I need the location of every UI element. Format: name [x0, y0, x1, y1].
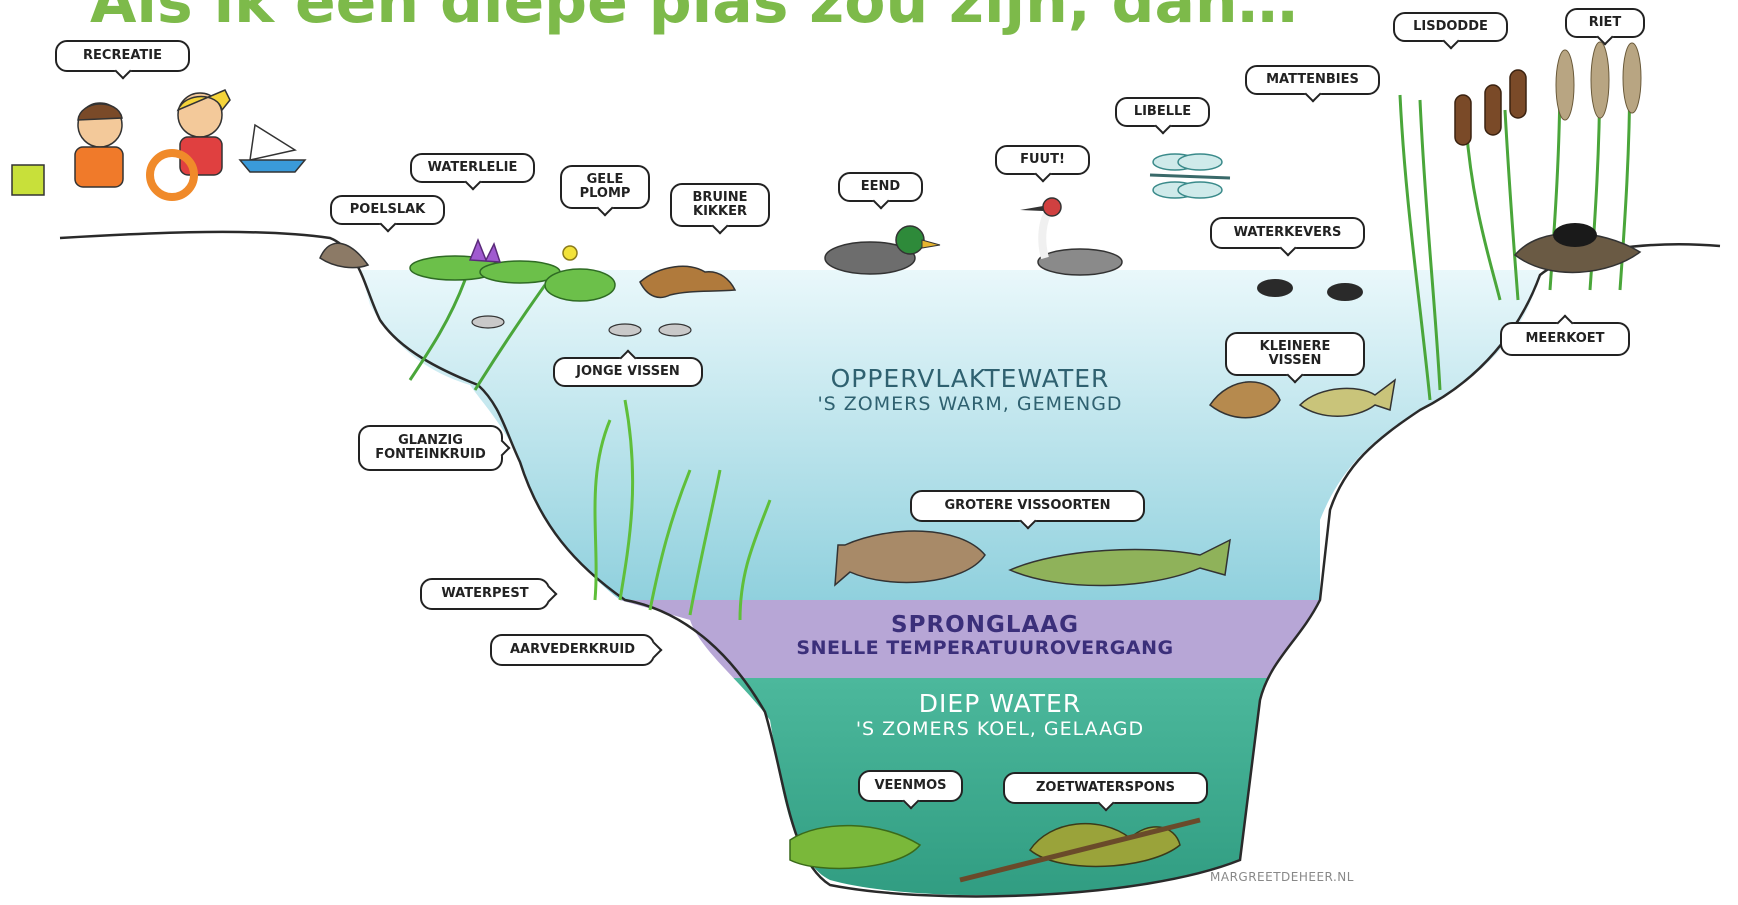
label-waterlelie: WATERLELIE	[410, 153, 535, 183]
thermocline-zone: SPRONGLAAG SNELLE TEMPERATUUROVERGANG	[720, 612, 1250, 660]
veenmos-moss	[789, 824, 922, 870]
surface-water-subtitle: 'S ZOMERS WARM, GEMENGD	[817, 392, 1123, 415]
credit-text: MARGREETDEHEER.NL	[1210, 870, 1354, 884]
kleinere-vissen-fish	[1208, 378, 1397, 419]
grotere-vissoorten-fish	[834, 530, 1231, 587]
thermocline-heading: SPRONGLAAG	[891, 612, 1079, 638]
label-eend: EEND	[838, 172, 923, 202]
label-kleinere-vissen: KLEINERE VISSEN	[1225, 332, 1365, 376]
label-mattenbies: MATTENBIES	[1245, 65, 1380, 95]
label-riet: RIET	[1565, 8, 1645, 38]
bruine-kikker-frog	[639, 265, 737, 299]
lisdodde-cattails	[1454, 69, 1527, 146]
libelle-dragonfly	[1149, 153, 1231, 199]
label-gele-plomp: GELE PLOMP	[560, 165, 650, 209]
label-fuut: FUUT!	[995, 145, 1090, 175]
diagram-title: Als ik een diepe plas zou zijn, dan…	[90, 0, 1298, 37]
label-zoetwaterspons: ZOETWATERSPONS	[1003, 772, 1208, 804]
label-jonge-vissen: JONGE VISSEN	[553, 357, 703, 387]
deep-water-zone: DIEP WATER 'S ZOMERS KOEL, GELAAGD	[760, 689, 1240, 741]
jonge-vissen-fish	[471, 315, 692, 337]
meerkoet-nest	[1513, 232, 1642, 274]
meerkoet-bird	[1553, 223, 1597, 247]
label-grotere-vissoorten: GROTERE VISSOORTEN	[910, 490, 1145, 522]
poelslak-snail	[319, 242, 370, 269]
lake-basin-outline	[59, 230, 1721, 898]
thermocline-subtitle: SNELLE TEMPERATUUROVERGANG	[796, 637, 1174, 660]
label-bruine-kikker: BRUINE KIKKER	[670, 183, 770, 227]
label-meerkoet: MEERKOET	[1500, 322, 1630, 356]
label-waterpest: WATERPEST	[420, 578, 550, 610]
label-glanzig-fonteinkruid: GLANZIG FONTEINKRUID	[358, 425, 503, 471]
waterkevers-beetles	[1257, 279, 1363, 301]
label-veenmos: VEENMOS	[858, 770, 963, 802]
lily-stems	[408, 279, 547, 391]
eend-duck	[824, 225, 941, 275]
surface-water-heading: OPPERVLAKTEWATER	[830, 364, 1110, 393]
label-libelle: LIBELLE	[1115, 97, 1210, 127]
label-recreatie: RECREATIE	[55, 40, 190, 72]
fuut-grebe	[1020, 197, 1123, 276]
sunken-branch	[959, 817, 1201, 883]
recreatie-kids	[11, 89, 307, 201]
deep-water-heading: DIEP WATER	[918, 689, 1082, 718]
waterpest-aarvederkruid-plants	[593, 399, 772, 621]
waterlelie-plant	[409, 237, 616, 302]
deep-water-subtitle: 'S ZOMERS KOEL, GELAAGD	[855, 717, 1145, 740]
riet-plumes	[1555, 41, 1642, 121]
label-waterkevers: WATERKEVERS	[1210, 217, 1365, 249]
label-aarvederkruid: AARVEDERKRUID	[490, 634, 655, 666]
label-poelslak: POELSLAK	[330, 195, 445, 225]
surface-water-zone: OPPERVLAKTEWATER 'S ZOMERS WARM, GEMENGD	[720, 364, 1220, 416]
label-lisdodde: LISDODDE	[1393, 12, 1508, 42]
